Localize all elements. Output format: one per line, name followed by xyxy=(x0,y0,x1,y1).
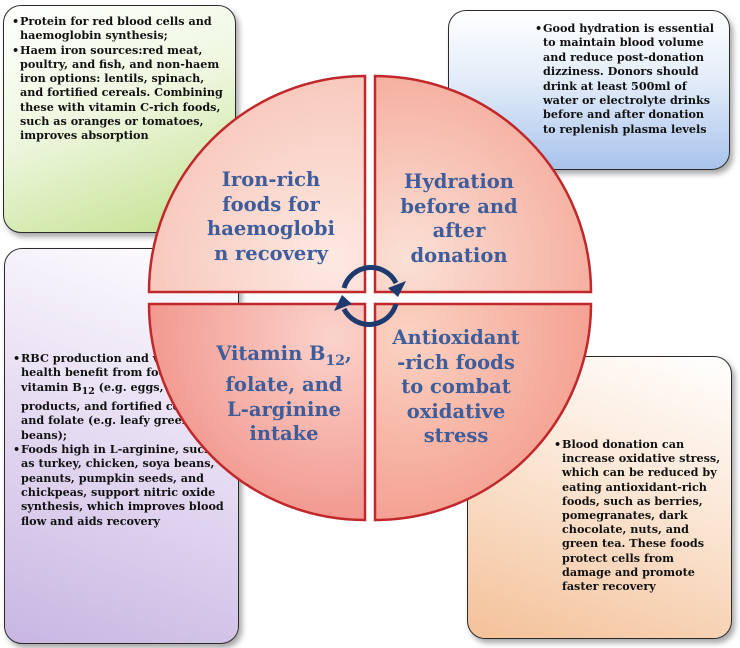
label-line: before and xyxy=(400,194,518,218)
list-item: Foods high in L-arginine, such as turkey… xyxy=(13,442,228,528)
label-line: stress xyxy=(423,424,489,447)
quadrant-label-iron: Iron-rich foods for haemoglobi n recover… xyxy=(196,168,346,266)
quadrant-top-left xyxy=(147,74,367,294)
label-line: folate, and xyxy=(225,373,343,397)
label-line: intake xyxy=(249,422,319,446)
label-line: after xyxy=(432,219,486,242)
refresh-cycle-icon xyxy=(341,265,399,327)
quadrant-bottom-right xyxy=(373,302,593,522)
subscript-text: 12 xyxy=(81,385,95,397)
info-box-iron: Protein for red blood cells and haemoglo… xyxy=(3,5,236,233)
label-line: donation xyxy=(410,243,508,267)
quadrant-bottom-left xyxy=(147,302,367,522)
info-list-iron: Protein for red blood cells and haemoglo… xyxy=(12,14,225,143)
label-line: Iron-rich xyxy=(221,168,321,191)
label-text: , xyxy=(345,342,352,365)
label-line: n recovery xyxy=(214,241,328,265)
label-line: to combat xyxy=(401,375,511,398)
info-box-hydration: Good hydration is essential to maintain … xyxy=(448,10,730,170)
quadrant-top-right xyxy=(373,74,593,294)
label-line: oxidative xyxy=(406,399,506,423)
label-line: Vitamin B12, xyxy=(200,342,368,373)
quadrant-label-hydration: Hydration before and after donation xyxy=(384,170,534,268)
label-line: Hydration xyxy=(404,170,514,193)
label-text: Vitamin B xyxy=(216,342,326,365)
subscript-text: 12 xyxy=(325,352,345,369)
list-item: Good hydration is essential to maintain … xyxy=(535,21,719,136)
arrowhead-icon xyxy=(388,281,406,297)
info-list-antioxidant: Blood donation can increase oxidative st… xyxy=(554,437,721,593)
label-line: L-arginine xyxy=(227,397,341,421)
list-item: Protein for red blood cells and haemoglo… xyxy=(12,14,225,43)
info-list-hydration: Good hydration is essential to maintain … xyxy=(535,21,719,136)
arrowhead-icon xyxy=(334,295,352,311)
quadrant-label-antioxidant: Antioxidant -rich foods to combat oxidat… xyxy=(378,326,534,449)
list-item: Blood donation can increase oxidative st… xyxy=(554,437,721,593)
list-item: Haem iron sources:red meat, poultry, and… xyxy=(12,43,225,143)
label-line: haemoglobi xyxy=(207,217,335,240)
label-line: Antioxidant xyxy=(392,326,520,349)
label-line: -rich foods xyxy=(397,350,515,374)
label-line: foods for xyxy=(222,192,320,216)
quadrant-label-vitamins: Vitamin B12, folate, and L-arginine inta… xyxy=(200,342,368,447)
